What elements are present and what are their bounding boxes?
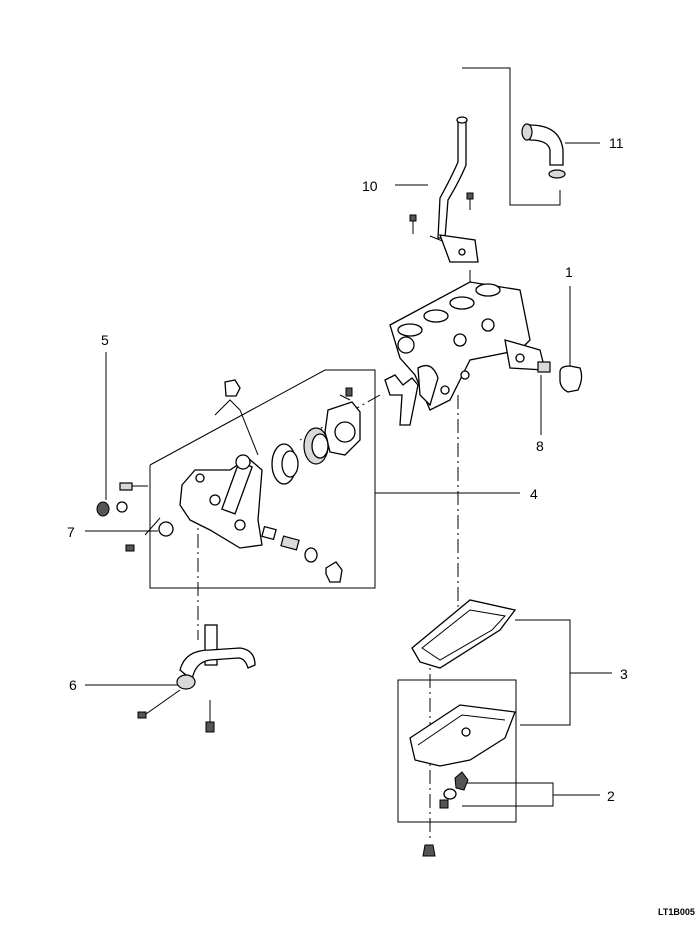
oil-pump-gears <box>271 427 329 485</box>
callout-8: 8 <box>536 438 544 454</box>
drain-plug <box>422 771 469 857</box>
callout-5: 5 <box>101 332 109 348</box>
oil-pan-gasket <box>411 599 517 669</box>
callout-10: 10 <box>362 178 378 194</box>
callout-6: 6 <box>69 677 77 693</box>
figure-code: LT1B005 <box>658 907 695 917</box>
front-cover-parts <box>324 364 439 456</box>
callout-3: 3 <box>620 666 628 682</box>
callout-2: 2 <box>607 788 615 804</box>
oil-pump-body <box>96 379 343 583</box>
oil-gauge-tube <box>409 116 479 263</box>
callout-11: 11 <box>609 135 624 151</box>
oil-filter-fitting <box>537 361 583 393</box>
assembly-boxes <box>149 67 561 840</box>
oil-pan <box>409 704 516 767</box>
callout-7: 7 <box>67 524 75 540</box>
callout-1: 1 <box>565 264 573 280</box>
leader-lines <box>85 142 612 807</box>
callout-4: 4 <box>530 486 538 502</box>
oil-strainer <box>137 624 256 733</box>
hose-part <box>521 123 566 179</box>
